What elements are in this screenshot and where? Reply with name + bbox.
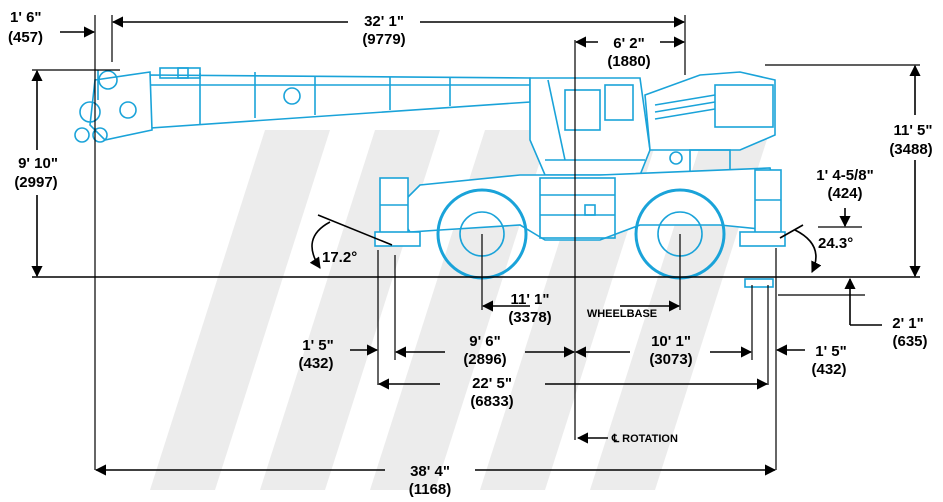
wheelbase-label: WHEELBASE [587,308,657,320]
rear-overhang-metric: (432) [811,361,846,378]
boom-head [74,70,153,143]
overall-height-metric: (3488) [889,141,932,158]
front-outrigger [374,177,421,247]
boom-height-metric: (2997) [14,174,57,191]
rotation-label: ℄ ROTATION [611,433,678,445]
engine-housing [644,71,776,173]
operator-cab [529,77,651,176]
ground-clearance-metric: (424) [827,185,862,202]
boom-tip-offset-metric: (457) [8,29,43,46]
overall-height-imperial: 11' 5" [893,122,932,139]
ground-clearance-imperial: 1' 4-5/8" [816,167,873,184]
front-overhang-metric: (432) [298,355,333,372]
boom-height-imperial: 9' 10" [18,155,58,172]
cab-offset-metric: (1880) [607,53,650,70]
crane-illustration [74,67,786,288]
boom [149,67,531,129]
boom-length-metric: (9779) [362,31,405,48]
rear-outrigger [739,169,786,288]
front-angle-label: 17.2° [322,249,357,266]
rear-overhang-imperial: 1' 5" [815,343,847,360]
wheelbase-metric: (3378) [508,309,551,326]
dimension-labels: 1' 6" (457) 32' 1" (9779) 6' 2" (1880) 9… [8,9,933,498]
overall-length-metric: (1168) [409,481,452,498]
rotation-to-rear-imperial: 10' 1" [651,333,691,350]
outrigger-span-metric: (6833) [470,393,513,410]
boom-length-imperial: 32' 1" [364,13,404,30]
boom-tip-offset-imperial: 1' 6" [10,9,42,26]
rotation-to-rear-metric: (3073) [649,351,692,368]
front-to-rotation-imperial: 9' 6" [469,333,501,350]
outrigger-drop-imperial: 2' 1" [892,315,924,332]
rear-angle-label: 24.3° [818,235,853,252]
wheelbase-imperial: 11' 1" [510,291,549,308]
front-to-rotation-metric: (2896) [463,351,506,368]
overall-length-imperial: 38' 4" [410,463,450,480]
outrigger-drop-metric: (635) [892,333,927,350]
dimension-lines [31,15,921,476]
outrigger-span-imperial: 22' 5" [472,375,512,392]
cab-offset-imperial: 6' 2" [613,35,645,52]
front-overhang-imperial: 1' 5" [302,337,334,354]
carrier-frame [393,167,781,241]
